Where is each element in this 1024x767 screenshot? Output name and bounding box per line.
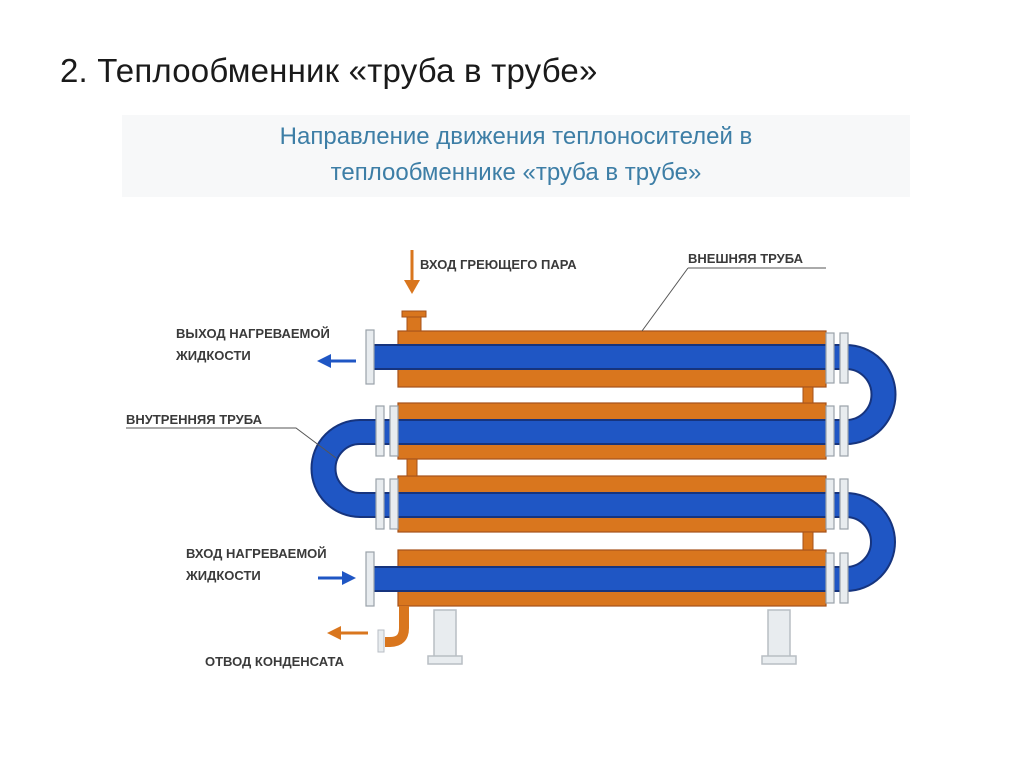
leader-lines <box>126 267 826 459</box>
label-outer-pipe: ВНЕШНЯЯ ТРУБА <box>688 251 804 266</box>
label-liquid-outlet-line1: ВЫХОД НАГРЕВАЕМОЙ <box>176 326 330 341</box>
outer-pipes <box>397 330 827 607</box>
label-liquid-outlet-line2: ЖИДКОСТИ <box>175 348 251 363</box>
label-liquid-inlet-line2: ЖИДКОСТИ <box>185 568 261 583</box>
figure-title-line2: теплообменнике «труба в трубе» <box>330 159 702 186</box>
label-condensate: ОТВОД КОНДЕНСАТА <box>205 654 345 669</box>
label-inner-pipe: ВНУТРЕННЯЯ ТРУБА <box>126 412 263 427</box>
figure-header <box>122 115 910 197</box>
flanges <box>365 329 849 607</box>
steam-inlet-nozzle <box>401 310 427 332</box>
slide-title: 2. Теплообменник «труба в трубе» <box>60 52 598 89</box>
steam-inlet-arrow <box>404 250 420 294</box>
label-steam-inlet: ВХОД ГРЕЮЩЕГО ПАРА <box>420 257 577 272</box>
support-legs <box>427 609 797 665</box>
steam-connectors <box>406 386 814 551</box>
label-liquid-inlet-line1: ВХОД НАГРЕВАЕМОЙ <box>186 546 327 561</box>
condensate-arrow <box>327 626 368 640</box>
heat-exchanger-figure: Направление движения теплоносителей в те… <box>122 115 910 675</box>
liquid-inlet-arrow <box>318 571 356 585</box>
condensate-outlet <box>377 606 409 653</box>
figure-title-line1: Направление движения теплоносителей в <box>279 123 753 150</box>
liquid-outlet-arrow <box>317 354 356 368</box>
inner-pipe <box>310 344 897 592</box>
